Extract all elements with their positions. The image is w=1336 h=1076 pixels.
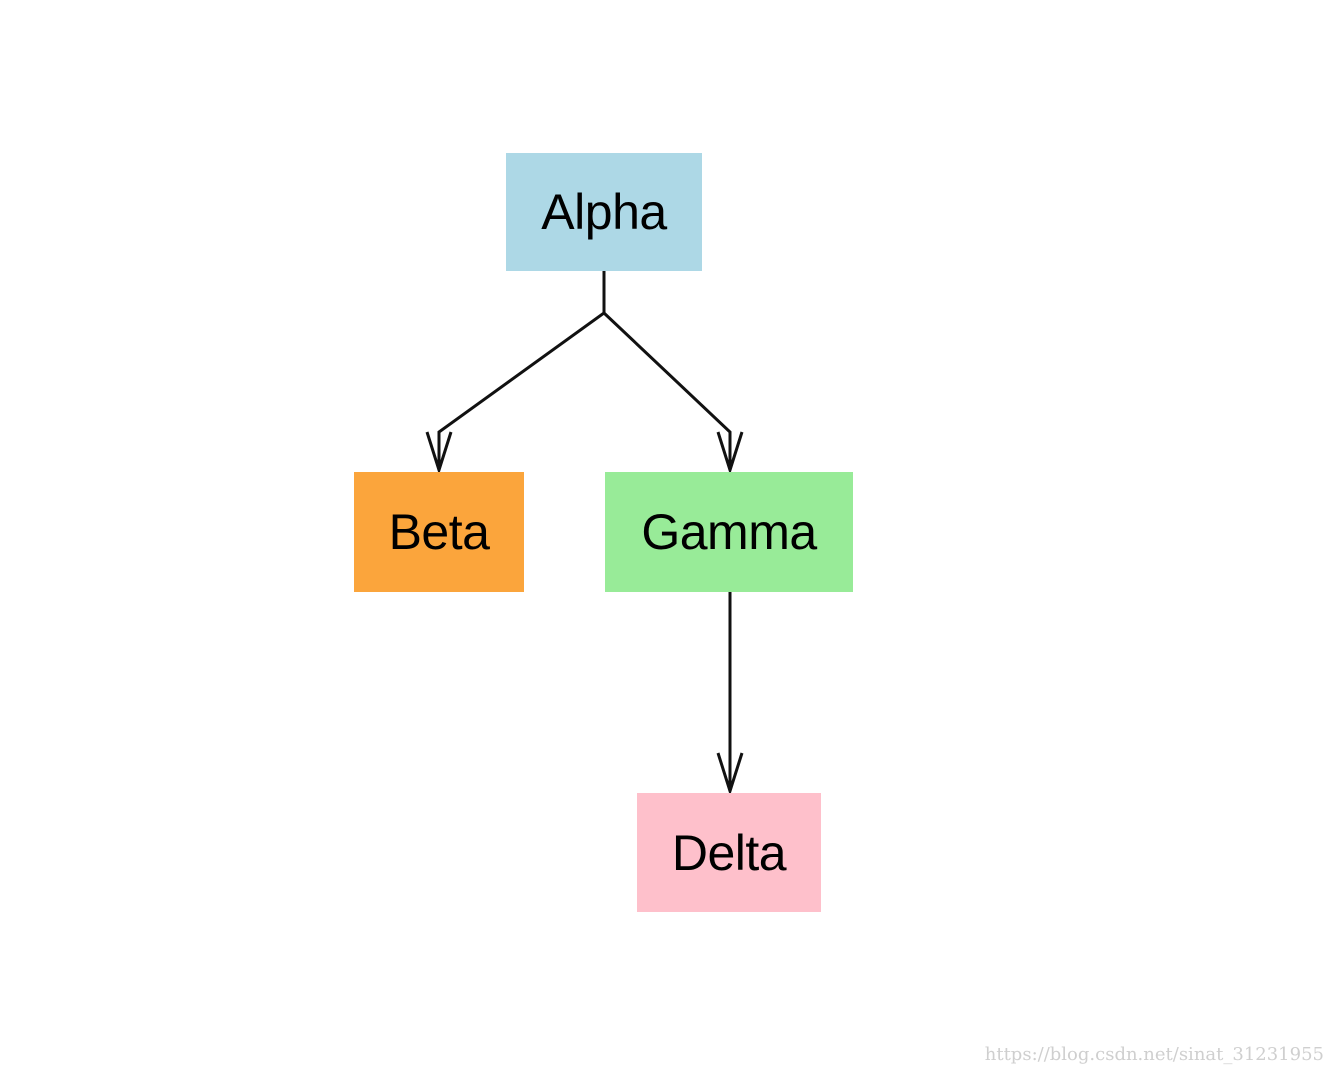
node-alpha: Alpha <box>506 153 702 271</box>
node-gamma: Gamma <box>605 472 853 592</box>
node-beta: Beta <box>354 472 524 592</box>
arrowhead-delta <box>716 752 744 796</box>
arrowhead-beta <box>425 431 453 475</box>
node-beta-label: Beta <box>388 504 490 560</box>
watermark: https://blog.csdn.net/sinat_31231955 <box>984 1044 1324 1065</box>
node-delta: Delta <box>637 793 821 912</box>
node-gamma-label: Gamma <box>641 504 817 560</box>
edge-alpha-beta <box>437 271 606 470</box>
node-alpha-label: Alpha <box>541 184 667 240</box>
node-delta-label: Delta <box>671 824 787 881</box>
edge-alpha-gamma <box>602 311 732 470</box>
arrowhead-gamma <box>716 431 744 475</box>
